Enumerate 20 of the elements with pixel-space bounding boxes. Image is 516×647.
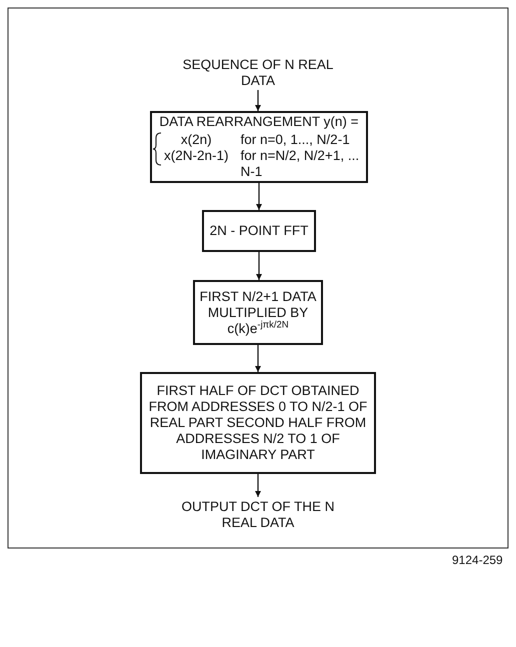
process-box	[202, 210, 316, 252]
condition-text: for n=N/2, N/2+1, ... N-1	[240, 148, 360, 180]
formula-text: x(2n)	[180, 132, 213, 148]
process-box	[193, 280, 323, 345]
process-box	[150, 111, 368, 183]
box-text: FIRST HALF OF DCT OBTAINED FROM ADDRESSES 0 TO N/2-1 OF REAL PART SECOND HALF FROM ADDRESSES N/2 TO 1 OF IMAGINARY PART	[148, 383, 368, 463]
box-text: FIRST N/2+1 DATA MULTIPLIED BY c(k)e$^{-jπk/2N}$	[198, 288, 318, 336]
arrow	[255, 345, 261, 372]
arrow	[255, 90, 261, 111]
box-heading: DATA REARRANGEMENT y(n) =	[159, 114, 359, 130]
terminal-text: OUTPUT DCT OF THE N REAL DATA	[180, 499, 336, 531]
arrow	[256, 183, 262, 210]
arrow	[256, 252, 262, 280]
formula-text: x(2N-2n-1)	[164, 148, 229, 165]
process-box	[140, 372, 376, 474]
condition-text: for n=0, 1..., N/2-1	[240, 132, 351, 148]
terminal-text: SEQUENCE OF N REAL DATA	[182, 57, 334, 89]
arrow	[255, 474, 261, 497]
box-text: 2N - POINT FFT	[210, 223, 308, 239]
figure-number: 9124-259	[452, 553, 503, 567]
